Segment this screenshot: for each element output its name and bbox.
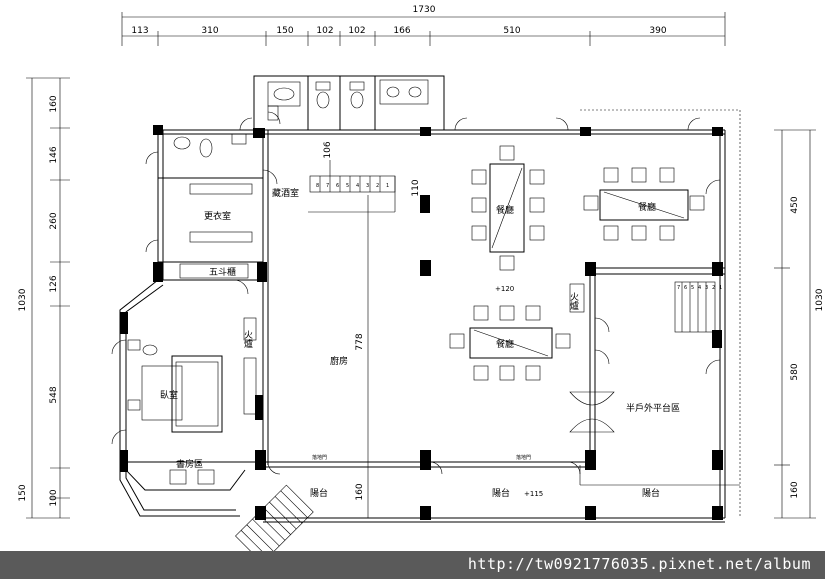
top-dim-2: 310 <box>201 26 218 36</box>
left-dim-5: 548 <box>49 386 59 403</box>
kitchen-span-dim: 778 <box>355 333 365 350</box>
watermark-url: http://tw0921776035.pixnet.net/album <box>467 555 811 573</box>
left-dim-4: 126 <box>49 275 59 292</box>
stair-width-dim: 110 <box>411 179 421 196</box>
walls <box>119 75 741 523</box>
top-dim-5: 102 <box>348 26 365 36</box>
left-dim-3: 260 <box>49 212 59 229</box>
label-kitchen: 廚房 <box>330 355 348 367</box>
top-dim-4: 102 <box>316 26 333 36</box>
stair-num-2: 2 <box>376 183 379 189</box>
room-labels: 藏酒室 更衣室 五斗櫃 火爐 臥室 書房區 廚房 778 餐廳 餐廳 餐廳 +1… <box>160 187 680 501</box>
label-balcony-mid: 陽台 <box>492 487 510 499</box>
left-dim-7: 100 <box>49 489 59 506</box>
top-dim-1: 113 <box>131 26 148 36</box>
label-chest: 五斗櫃 <box>209 266 236 278</box>
right-dim-3: 160 <box>790 481 800 498</box>
right-dimensions: 450 1030 580 160 <box>774 129 825 519</box>
label-study: 書房區 <box>176 458 203 470</box>
left-total-dim: 1030 <box>18 288 28 311</box>
label-fireplace-right: 火爐 <box>568 292 579 311</box>
stair-num-7: 7 <box>326 183 329 189</box>
top-dim-6: 166 <box>393 26 410 36</box>
label-balcony-right: 陽台 <box>642 487 660 499</box>
right-stair-3: 3 <box>705 285 708 291</box>
stair-num-6: 6 <box>336 183 339 189</box>
stair-height-dim: 106 <box>323 141 333 158</box>
top-dimensions: 1730 113 310 150 102 102 166 510 390 <box>121 5 726 46</box>
bedroom-furniture <box>127 317 257 485</box>
dining-set-1 <box>471 145 545 271</box>
label-dining-1: 餐廳 <box>496 204 514 216</box>
stair-num-1: 1 <box>386 183 389 189</box>
stair-num-5: 5 <box>346 183 349 189</box>
top-dim-8: 390 <box>649 26 666 36</box>
label-dressing-room: 更衣室 <box>204 210 231 222</box>
left-dimensions: 1030 160 146 260 126 548 150 100 <box>18 77 70 519</box>
right-stair-1: 1 <box>719 285 722 291</box>
label-terrace: 半戶外平台區 <box>626 402 680 414</box>
label-dining-level: +120 <box>495 285 514 293</box>
label-door-1: 落地門 <box>312 454 327 461</box>
left-dim-2: 146 <box>49 146 59 163</box>
right-stair-2: 2 <box>712 285 715 291</box>
wardrobe-rails <box>179 183 253 279</box>
stair-num-3: 3 <box>366 183 369 189</box>
label-bedroom: 臥室 <box>160 389 178 401</box>
dining-set-2 <box>583 167 705 241</box>
label-balcony-mid-level: +115 <box>524 490 543 498</box>
bathroom-fixtures <box>173 79 429 158</box>
label-fireplace-left: 火爐 <box>242 330 253 349</box>
right-stair-6: 6 <box>684 285 687 291</box>
label-dining-2: 餐廳 <box>638 201 656 213</box>
stair-wine-room: 1 2 3 4 5 6 7 8 106 110 <box>308 141 421 213</box>
balcony-depth-dim: 160 <box>355 483 365 500</box>
top-dim-3: 150 <box>276 26 293 36</box>
stair-num-4: 4 <box>356 183 359 189</box>
label-door-2: 落地門 <box>516 454 531 461</box>
top-dim-7: 510 <box>503 26 520 36</box>
label-wine-room: 藏酒室 <box>272 187 299 199</box>
right-stair-4: 4 <box>698 285 701 291</box>
right-stair-5: 5 <box>691 285 694 291</box>
right-total-dim: 1030 <box>815 288 825 311</box>
watermark-bar: http://tw0921776035.pixnet.net/album <box>0 551 825 579</box>
left-dim-1: 160 <box>49 95 59 112</box>
top-total-dim: 1730 <box>413 5 436 15</box>
right-dim-2: 580 <box>790 363 800 380</box>
terrace-fixtures: 7 6 5 4 3 2 1 <box>569 281 722 433</box>
right-dim-1: 450 <box>790 196 800 213</box>
dining-set-3 <box>449 305 571 381</box>
right-stair-7: 7 <box>677 285 680 291</box>
stair-num-8: 8 <box>316 183 319 189</box>
label-balcony-left: 陽台 <box>310 487 328 499</box>
door-swings <box>111 111 721 475</box>
left-dim-6: 150 <box>18 484 28 501</box>
label-dining-3: 餐廳 <box>496 338 514 350</box>
